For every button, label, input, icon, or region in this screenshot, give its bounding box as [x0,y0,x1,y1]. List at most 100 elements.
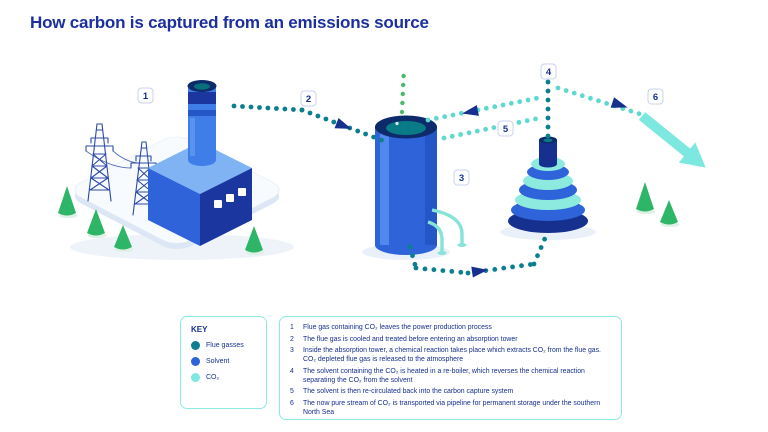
flow-dot [571,90,577,96]
flow-dot [483,126,488,132]
flow-dot [282,106,288,112]
flow-dot [466,130,472,136]
flow-dot [442,114,448,120]
flow-dot [231,103,237,109]
tree [636,182,654,212]
key-item-label: Solvent [206,358,230,365]
absorption-tower [375,115,467,255]
flow-dot [542,236,547,242]
flow-dot [410,253,415,259]
flow-dot [323,116,329,122]
flow-dot [519,263,524,269]
flow-dot [379,137,384,143]
reboiler [508,136,588,233]
flow-dot [307,110,313,116]
flow-dot [299,107,305,113]
flow-arrows [334,97,628,278]
step-text: The now pure stream of CO₂ is transporte… [303,399,601,416]
flow-dot [431,267,437,273]
flow-dot [517,99,523,105]
flow-dot [545,88,551,94]
flow-dot [545,133,551,139]
flow-dot [257,105,262,110]
key-item-solvent: Solvent [191,357,256,366]
flue-gas-dot [191,341,200,350]
flow-dot [291,107,296,112]
tree [58,186,76,216]
step-marker-label: 4 [546,67,552,78]
step-marker-label: 2 [306,94,311,105]
flow-dot [491,125,497,130]
flow-dot [265,105,271,111]
flow-dot [465,270,471,276]
flow-dot [407,244,413,250]
flow-dot [525,97,531,103]
flow-dot [524,118,530,124]
pipeline-arrow [638,112,706,168]
flow-dot [534,95,539,101]
key-item-co2: CO₂ [191,373,256,382]
factory-right-face [200,168,252,246]
step-item: 4 The solvent containing the CO₂ is heat… [290,368,611,386]
step-item: 1 Flue gas containing CO₂ leaves the pow… [290,324,611,333]
flow-dot [545,124,551,130]
page-title: How carbon is captured from an emissions… [30,13,429,32]
arrow-to-pipeline [610,97,628,108]
chimney [187,80,217,166]
flow-dot [401,73,406,79]
step-number: 3 [290,347,294,355]
pylon [85,123,114,202]
flow-paths [231,73,642,276]
tree [660,200,678,225]
flow-dot [474,128,480,134]
flow-dot [545,115,551,121]
step-marker-2: 2 [300,90,317,107]
step-number: 6 [290,399,294,407]
step-number: 1 [290,324,294,331]
step-text: The flue gas is cooled and treated befor… [303,335,518,343]
step-marker-4: 4 [540,63,557,80]
flow-dot [425,117,431,123]
flow-dot [399,109,405,115]
factory-left-face [148,168,200,246]
flow-dot [555,85,561,91]
flow-dot [371,134,376,140]
flow-dot [535,253,540,259]
flow-dot [492,104,498,110]
step-number: 5 [290,388,294,396]
flow-dot [510,264,515,270]
solvent-dot [191,357,200,366]
power-plant [148,80,252,246]
tree [87,209,105,236]
step-text: The solvent is then re-circulated back i… [303,388,514,396]
flow-dot [545,97,551,103]
step-marker-label: 3 [459,173,464,184]
flow-dot [579,93,585,99]
flow-dot [596,98,601,104]
factory-window [238,188,246,196]
flow-dot [531,261,537,267]
flow-dot [331,119,337,125]
step-item: 2 The flue gas is cooled and treated bef… [290,336,611,345]
flow-dot [628,108,634,114]
step-marker-6: 6 [647,88,664,105]
flow-dot [501,265,507,271]
step-item: 3 Inside the absorption tower, a chemica… [290,347,611,365]
flow-dot [483,105,489,111]
step-text: Inside the absorption tower, a chemical … [303,347,601,364]
step-marker-label: 5 [503,124,509,135]
key-item-flue-gasses: Flue gasses [191,341,256,350]
trees [58,182,680,256]
co2-dot [191,373,200,382]
flow-dot [449,269,455,274]
arrow-solvent-return [462,105,479,116]
flow-dot [588,95,593,101]
tree [245,226,263,253]
step-marker-label: 6 [653,92,658,103]
flow-dot [533,116,538,122]
flow-dot [240,104,245,109]
step-item: 5 The solvent is then re-circulated back… [290,388,611,397]
step-marker-5: 5 [497,120,514,137]
flow-dot [363,131,368,137]
